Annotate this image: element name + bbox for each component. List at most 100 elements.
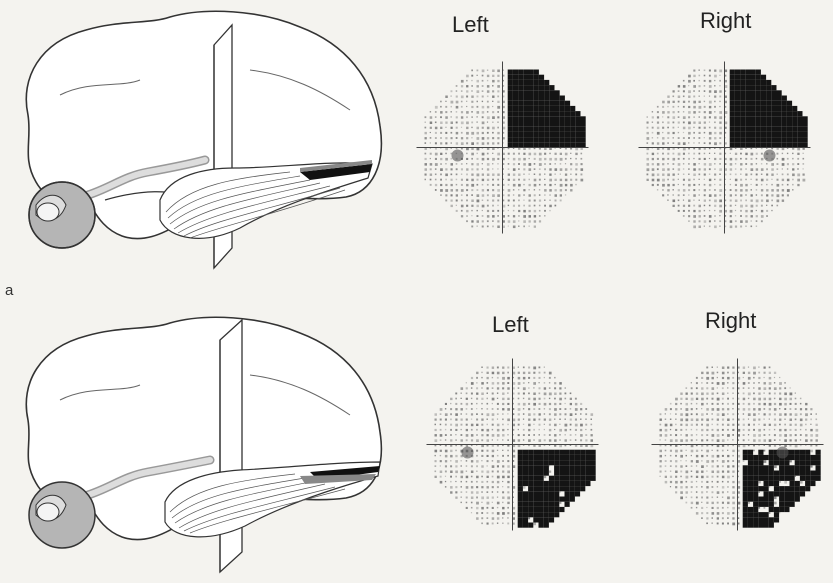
field-cell bbox=[657, 116, 659, 118]
field-cell bbox=[665, 408, 668, 411]
field-cell bbox=[471, 481, 473, 483]
field-cell bbox=[777, 189, 780, 192]
field-cell bbox=[477, 70, 479, 72]
field-grid bbox=[647, 70, 808, 229]
field-cell bbox=[719, 85, 720, 86]
field-cell bbox=[717, 398, 720, 401]
field-cell bbox=[534, 210, 536, 212]
field-cell bbox=[445, 163, 446, 164]
field-cell-defect bbox=[544, 517, 549, 522]
field-cell-defect bbox=[800, 491, 805, 496]
field-cell bbox=[497, 142, 499, 144]
field-cell bbox=[699, 210, 701, 212]
field-cell bbox=[719, 163, 721, 165]
field-cell-defect bbox=[518, 132, 523, 137]
field-cell bbox=[533, 377, 535, 379]
field-cell bbox=[492, 465, 495, 468]
field-cell-defect bbox=[534, 127, 539, 132]
field-cell bbox=[450, 455, 453, 458]
field-cell bbox=[740, 220, 743, 223]
field-cell bbox=[730, 163, 733, 166]
field-cell bbox=[667, 127, 669, 129]
field-cell-defect bbox=[766, 132, 771, 137]
field-cell bbox=[461, 408, 463, 410]
field-cell bbox=[497, 184, 499, 186]
field-cell-defect bbox=[748, 512, 753, 517]
field-cell bbox=[769, 403, 772, 406]
field-cell-defect bbox=[539, 90, 544, 95]
field-cell bbox=[570, 403, 572, 405]
field-cell bbox=[487, 137, 489, 139]
field-cell bbox=[709, 189, 711, 191]
field-cell bbox=[580, 434, 583, 437]
field-cell bbox=[528, 387, 530, 389]
field-cell bbox=[487, 127, 490, 130]
field-cell-defect bbox=[544, 450, 549, 455]
field-cell bbox=[662, 116, 663, 117]
field-cell bbox=[425, 142, 427, 144]
field-cell-defect bbox=[748, 450, 753, 455]
field-cell bbox=[456, 174, 458, 176]
field-cell bbox=[565, 168, 568, 171]
field-cell bbox=[732, 517, 734, 519]
field-cell-defect bbox=[751, 96, 756, 101]
field-cell bbox=[565, 419, 566, 420]
field-cell bbox=[795, 408, 797, 410]
field-cell-defect bbox=[539, 101, 544, 106]
field-cell bbox=[774, 377, 775, 378]
field-cell bbox=[701, 429, 703, 431]
field-cell-defect bbox=[533, 460, 538, 465]
field-cell-defect bbox=[761, 101, 766, 106]
field-cell bbox=[544, 387, 546, 389]
field-cell bbox=[471, 111, 473, 113]
field-cell bbox=[445, 439, 446, 440]
field-cell bbox=[481, 450, 483, 452]
field-cell-defect bbox=[803, 137, 808, 142]
field-cell bbox=[456, 122, 458, 124]
field-cell bbox=[471, 413, 473, 415]
field-cell bbox=[508, 220, 511, 223]
field-cell bbox=[735, 194, 737, 196]
field-cell-defect bbox=[805, 460, 810, 465]
field-cell bbox=[466, 85, 468, 87]
field-cell bbox=[435, 132, 437, 134]
field-cell bbox=[529, 158, 530, 159]
field-cell bbox=[559, 403, 561, 405]
field-cell bbox=[461, 215, 463, 217]
field-cell-defect bbox=[771, 127, 776, 132]
field-cell-defect bbox=[565, 497, 570, 502]
field-cell-defect bbox=[766, 111, 771, 116]
field-cell-defect bbox=[753, 465, 758, 470]
field-cell bbox=[539, 413, 541, 415]
field-cell bbox=[816, 419, 818, 421]
field-cell-defect bbox=[766, 127, 771, 132]
field-cell bbox=[748, 434, 749, 435]
field-cell bbox=[784, 398, 787, 401]
field-cell bbox=[513, 215, 515, 217]
field-cell-defect bbox=[758, 471, 763, 476]
field-cell-defect bbox=[523, 460, 528, 465]
field-cell bbox=[680, 424, 682, 426]
field-cell bbox=[456, 85, 458, 87]
field-cell bbox=[722, 413, 725, 416]
field-cell bbox=[523, 215, 526, 218]
field-cell-defect bbox=[756, 101, 761, 106]
field-cell bbox=[678, 168, 680, 170]
field-cell bbox=[528, 382, 529, 383]
field-cell-defect bbox=[575, 460, 580, 465]
field-cell bbox=[507, 471, 510, 474]
field-cell-defect bbox=[539, 517, 544, 522]
field-cell-defect bbox=[529, 101, 534, 106]
field-cell bbox=[691, 507, 693, 509]
field-cell-defect bbox=[554, 476, 559, 481]
field-cell bbox=[764, 393, 765, 394]
field-cell bbox=[717, 372, 719, 374]
field-cell bbox=[712, 419, 714, 421]
field-cell bbox=[790, 393, 793, 396]
field-cell bbox=[481, 491, 483, 493]
field-cell bbox=[678, 132, 679, 133]
field-cell bbox=[523, 387, 526, 390]
field-cell bbox=[549, 398, 550, 399]
field-cell-defect bbox=[518, 486, 523, 491]
field-cell bbox=[774, 408, 777, 411]
